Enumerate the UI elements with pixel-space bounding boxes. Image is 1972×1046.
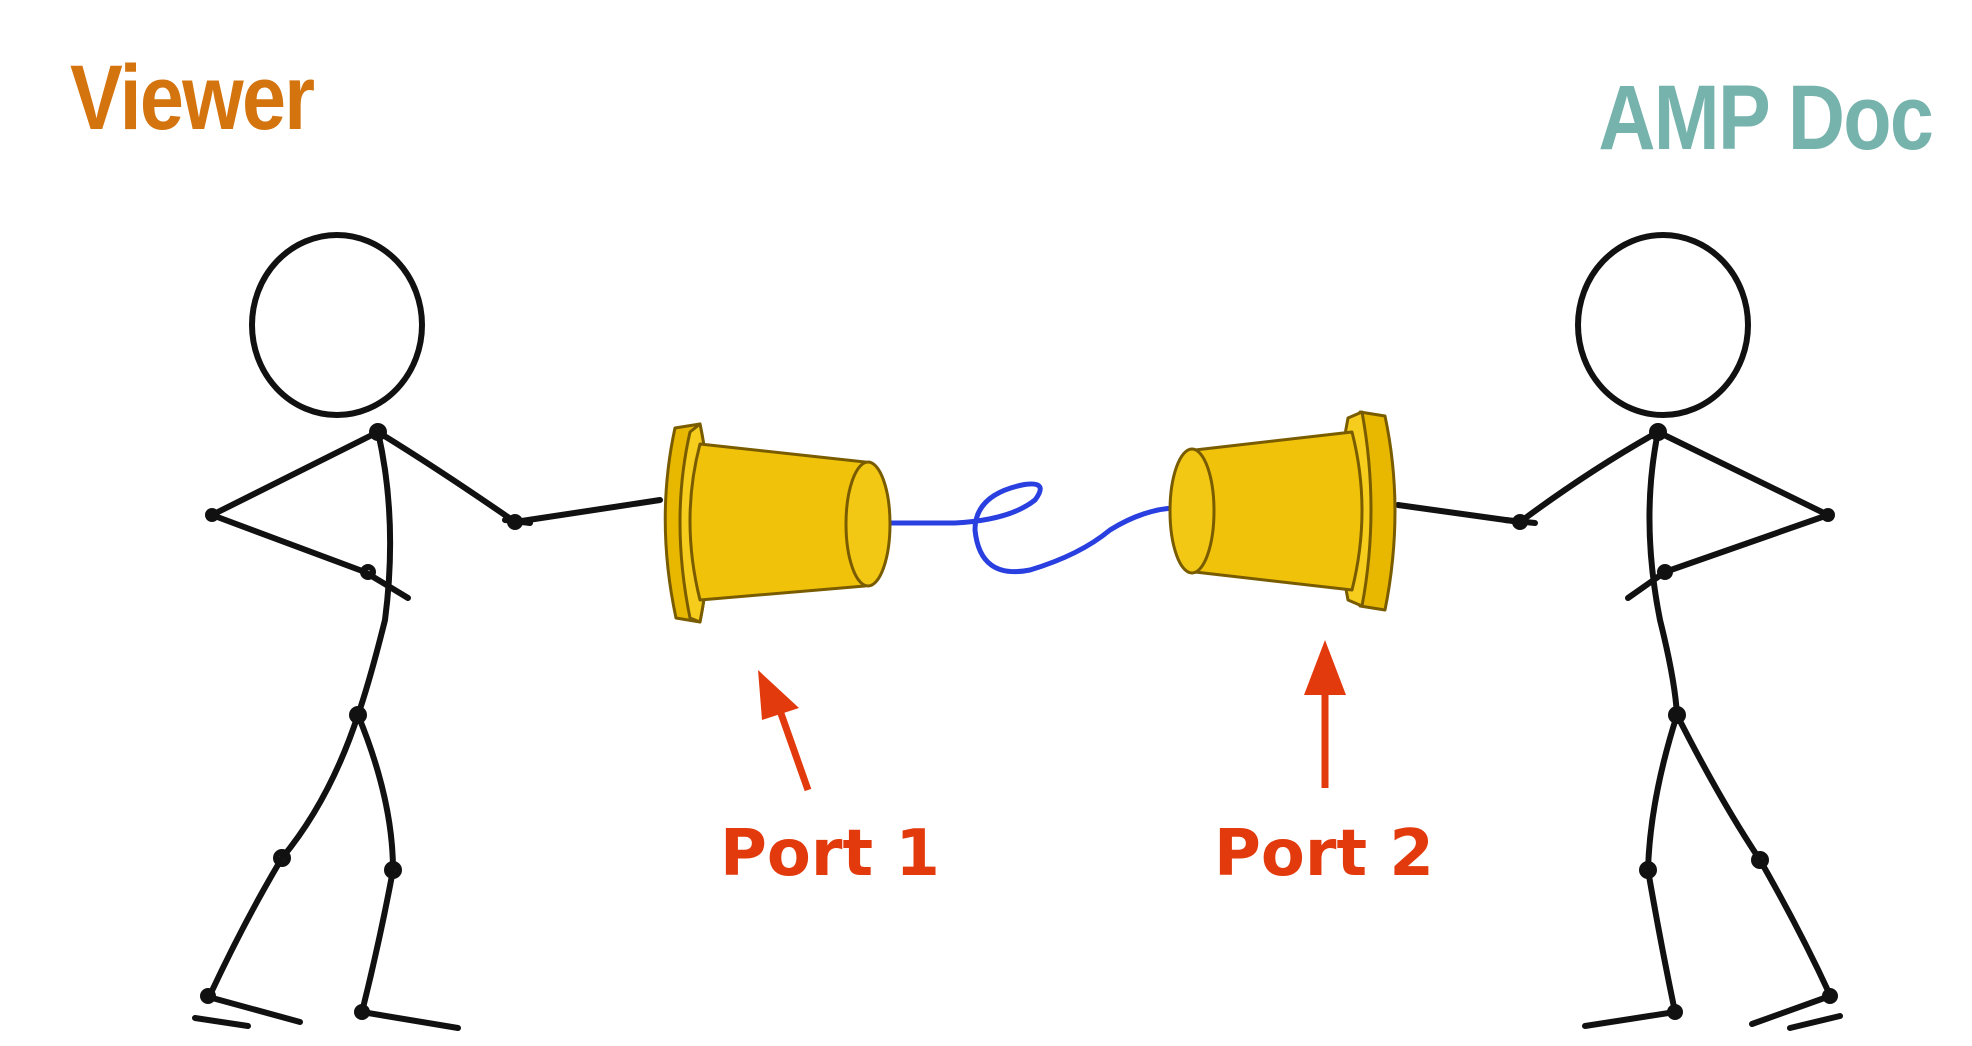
right-cup — [1168, 410, 1397, 612]
port1-label: Port 1 — [720, 817, 940, 891]
viewer-stick-figure — [192, 232, 663, 1031]
port2-label: Port 2 — [1214, 817, 1434, 891]
port1-arrow — [758, 670, 812, 792]
viewer-title: Viewer — [70, 47, 315, 149]
amp-doc-title: AMP Doc — [1598, 67, 1934, 169]
port2-arrow — [1304, 640, 1346, 788]
left-cup — [663, 422, 892, 624]
string-connection — [872, 481, 1193, 575]
amp-doc-stick-figure — [1395, 232, 1843, 1031]
